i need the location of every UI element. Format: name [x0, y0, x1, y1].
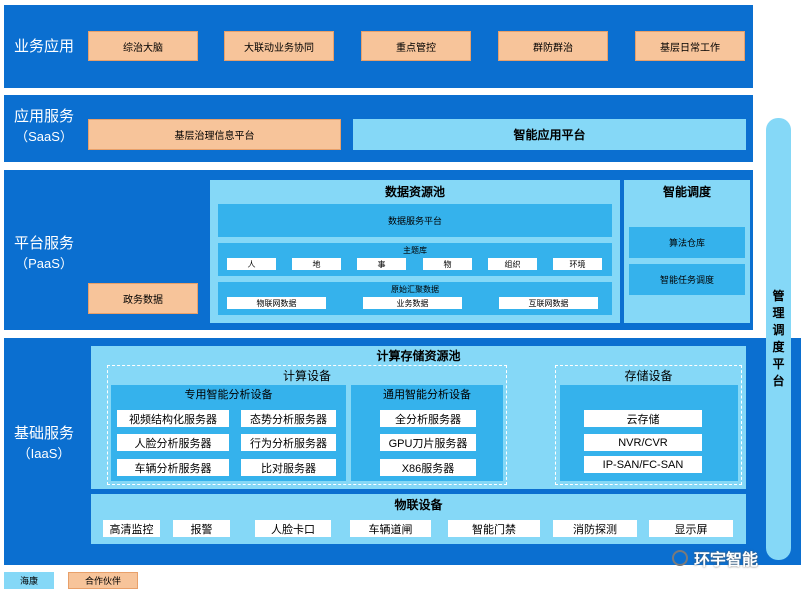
storage-devices-title: 存储设备 — [624, 368, 673, 383]
server-situation: 态势分析服务器 — [241, 410, 336, 427]
paas-partner-item: 政务数据 — [88, 283, 198, 314]
compute-storage-pool-title: 计算存储资源池 — [376, 348, 461, 363]
business-layer-label: 业务应用 — [13, 37, 74, 55]
theme-item-place: 地 — [292, 258, 341, 270]
theme-item-org: 组织 — [488, 258, 537, 270]
compute-devices-title: 计算设备 — [282, 368, 331, 383]
watermark-text: 环宇智能 — [694, 552, 759, 569]
management-platform-label: 管理调度平台 — [766, 288, 791, 390]
storage-devices — [555, 365, 742, 485]
iot-vehicle-barrier: 车辆道闸 — [350, 520, 431, 537]
saas-label-line2: （SaaS） — [15, 129, 73, 144]
theme-item-object: 物 — [423, 258, 472, 270]
raw-data-title: 原始汇聚数据 — [391, 284, 439, 294]
server-gpu-blade: GPU刀片服务器 — [380, 434, 476, 451]
iot-devices-title: 物联设备 — [394, 497, 443, 512]
saas-partner-item: 基层治理信息平台 — [88, 119, 341, 150]
storage-cloud: 云存储 — [584, 410, 702, 427]
iaas-label-line1: 基础服务 — [13, 425, 74, 442]
server-face: 人脸分析服务器 — [117, 434, 229, 451]
iot-face-gate: 人脸卡口 — [255, 520, 331, 537]
theme-db — [218, 243, 612, 276]
iot-smart-access: 智能门禁 — [448, 520, 540, 537]
raw-item-business: 业务数据 — [363, 297, 462, 309]
saas-layer-label: 应用服务 （SaaS） — [4, 107, 84, 149]
saas-label-line1: 应用服务 — [13, 108, 74, 125]
legend-hk: 海康 — [4, 572, 54, 589]
raw-item-iot: 物联网数据 — [227, 297, 326, 309]
dedicated-analysis-title: 专用智能分析设备 — [184, 389, 273, 401]
server-behavior: 行为分析服务器 — [241, 434, 336, 451]
saas-hk-item: 智能应用平台 — [353, 119, 746, 150]
storage-ipsan-fcsan: IP-SAN/FC-SAN — [584, 456, 702, 473]
general-analysis-title: 通用智能分析设备 — [383, 389, 471, 401]
iot-fire-detection: 消防探测 — [553, 520, 637, 537]
watermark: 环宇智能 — [672, 546, 792, 570]
legend-partner: 合作伙伴 — [68, 572, 138, 589]
theme-item-event: 事 — [357, 258, 406, 270]
iot-display: 显示屏 — [649, 520, 733, 537]
data-pool-title: 数据资源池 — [384, 184, 445, 199]
task-scheduling: 智能任务调度 — [629, 264, 745, 295]
wechat-icon — [672, 550, 688, 566]
paas-label-line1: 平台服务 — [13, 235, 74, 252]
business-item-mass: 群防群治 — [498, 31, 608, 61]
theme-db-title: 主题库 — [403, 245, 427, 255]
iot-hd-camera: 高清监控 — [103, 520, 160, 537]
iaas-label-line2: （IaaS） — [17, 446, 71, 461]
data-service-platform: 数据服务平台 — [218, 204, 612, 237]
server-full-analysis: 全分析服务器 — [380, 410, 476, 427]
smart-scheduling-title: 智能调度 — [662, 184, 711, 199]
compute-devices — [107, 365, 507, 485]
algorithm-repository: 算法仓库 — [629, 227, 745, 258]
business-item-control: 重点管控 — [361, 31, 471, 61]
storage-nvr-cvr: NVR/CVR — [584, 434, 702, 451]
server-comparison: 比对服务器 — [241, 459, 336, 476]
business-item-daily: 基层日常工作 — [635, 31, 745, 61]
server-x86: X86服务器 — [380, 459, 476, 476]
theme-item-person: 人 — [227, 258, 276, 270]
theme-item-env: 环境 — [553, 258, 602, 270]
iot-alarm: 报警 — [173, 520, 230, 537]
paas-layer-label: 平台服务 （PaaS） — [4, 234, 84, 276]
business-item-collab: 大联动业务协同 — [224, 31, 334, 61]
raw-item-internet: 互联网数据 — [499, 297, 598, 309]
iaas-layer-label: 基础服务 （IaaS） — [4, 424, 84, 466]
paas-label-line2: （PaaS） — [15, 256, 73, 271]
server-vehicle: 车辆分析服务器 — [117, 459, 229, 476]
management-platform-text: 管理调度平台 — [772, 289, 785, 388]
management-platform — [766, 118, 791, 560]
server-video-structuring: 视频结构化服务器 — [117, 410, 229, 427]
business-item-brain: 综治大脑 — [88, 31, 198, 61]
